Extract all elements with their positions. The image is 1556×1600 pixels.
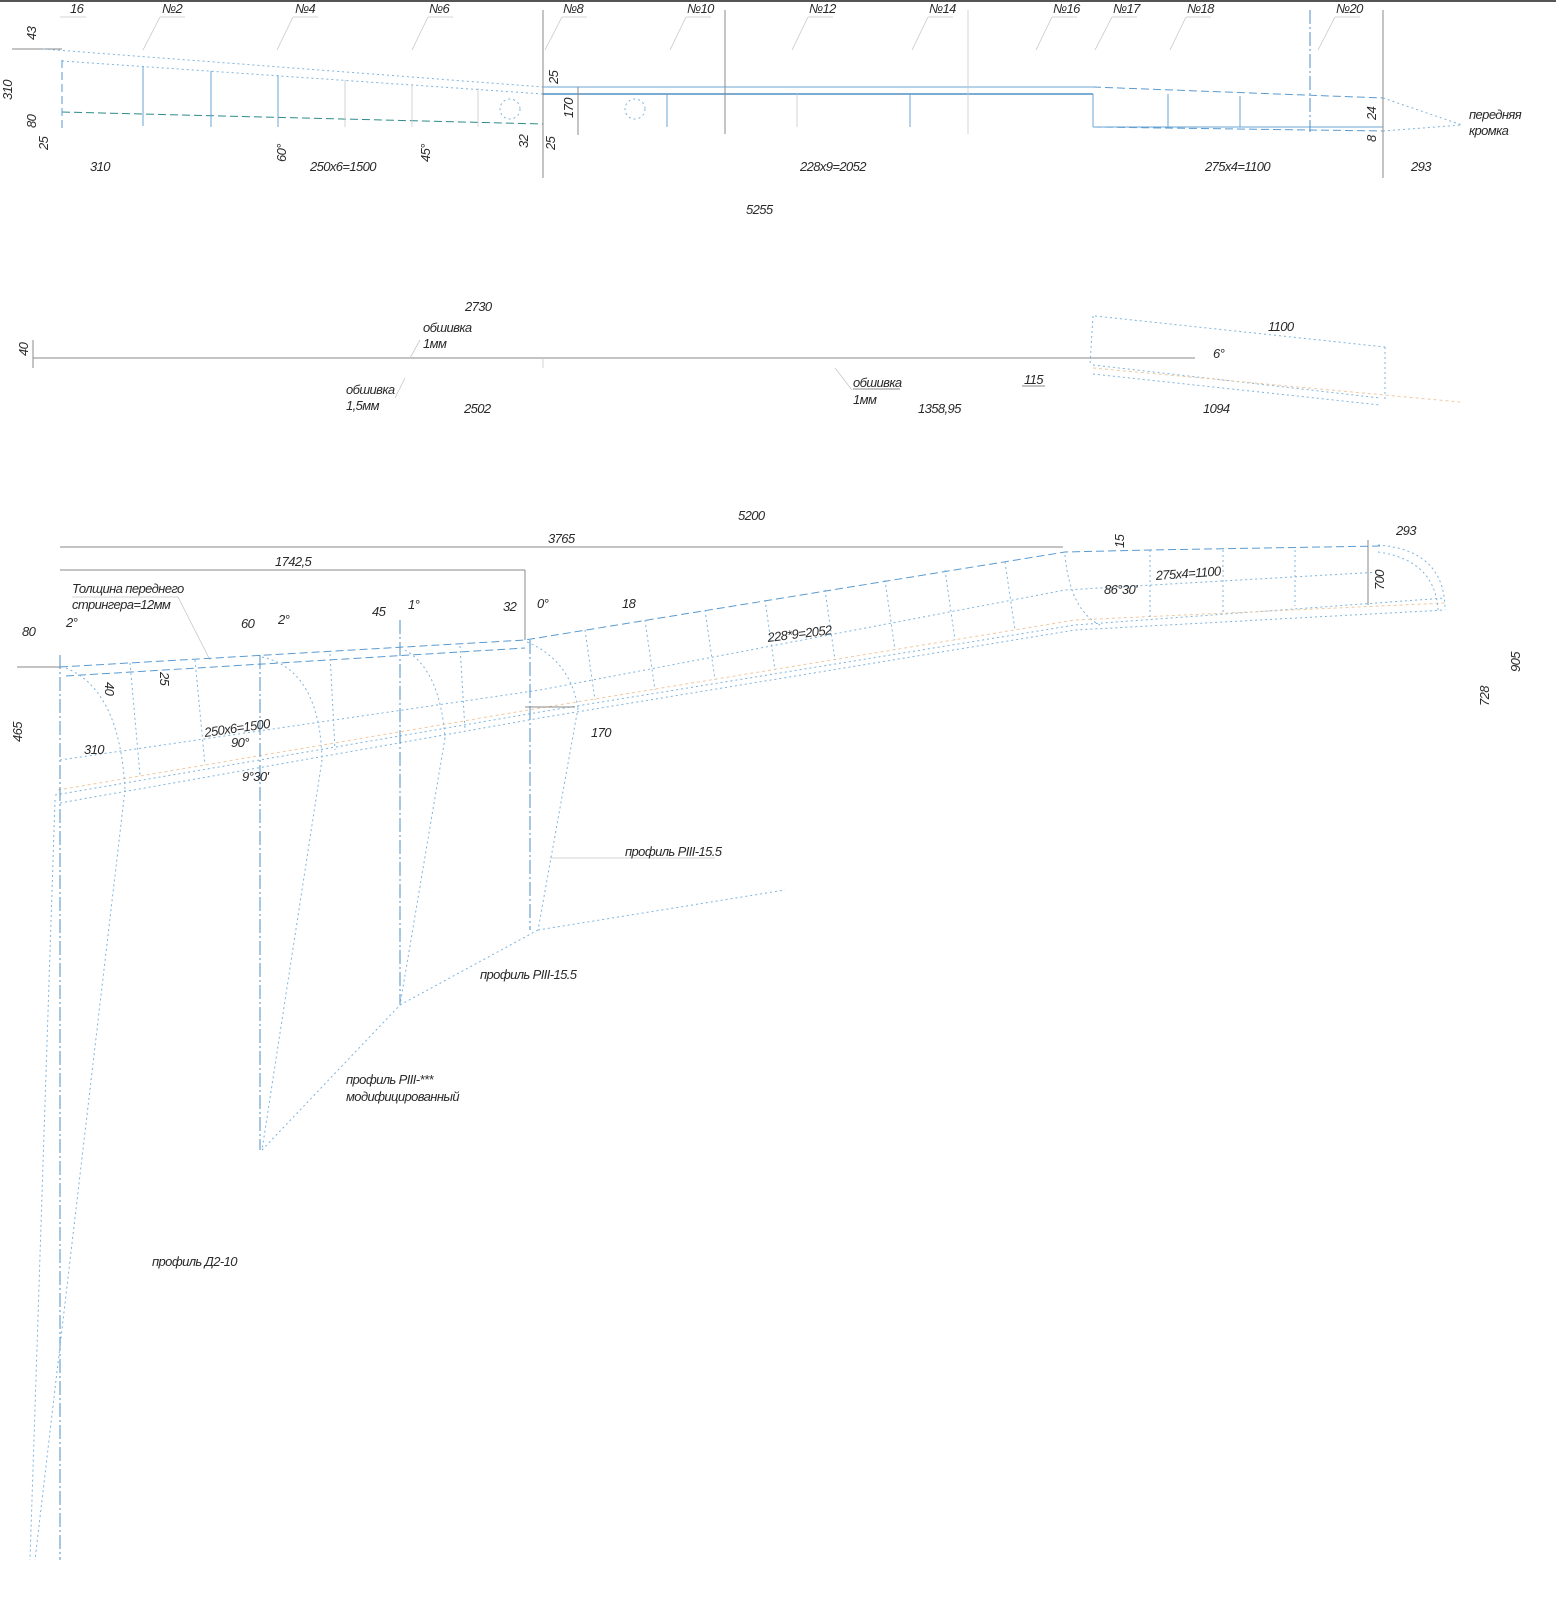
dim-label: 25 bbox=[157, 671, 172, 687]
dim-label: 728 bbox=[1477, 685, 1492, 706]
dim-label: 5200 bbox=[738, 508, 766, 523]
note-label: кромка bbox=[1469, 123, 1509, 138]
dim-label: 45 bbox=[372, 604, 387, 619]
dim-label: 228x9=2052 bbox=[799, 159, 867, 174]
station-label: №17 bbox=[1113, 1, 1141, 16]
dim-label: 25 bbox=[546, 69, 561, 85]
dim-label: 80 bbox=[24, 113, 39, 128]
dim-label: 1358,95 bbox=[918, 401, 962, 416]
dim-label: 310 bbox=[84, 742, 105, 757]
note-label: стрингера=12мм bbox=[72, 597, 171, 612]
dim-label: 228*9=2052 bbox=[766, 622, 834, 645]
dim-label: 2502 bbox=[463, 401, 492, 416]
station-label: №16 bbox=[1053, 1, 1081, 16]
dim-label: 465 bbox=[10, 721, 25, 742]
dim-label: 2730 bbox=[464, 299, 493, 314]
dim-label: 1094 bbox=[1203, 401, 1230, 416]
station-label: №2 bbox=[162, 1, 183, 16]
angle-label: 6° bbox=[1213, 346, 1225, 361]
dim-label: 32 bbox=[516, 133, 531, 148]
angle-label: 45° bbox=[418, 144, 433, 162]
angle-label: 1° bbox=[408, 597, 420, 612]
dim-label: 170 bbox=[591, 725, 612, 740]
note-label: 1,5мм bbox=[346, 398, 380, 413]
dim-label: 1742,5 bbox=[275, 554, 313, 569]
note-label: 1мм bbox=[853, 392, 877, 407]
angle-label: 90° bbox=[231, 735, 249, 750]
dim-label: 40 bbox=[102, 682, 117, 697]
station-label: №14 bbox=[929, 1, 956, 16]
note-label: обшивка bbox=[853, 375, 902, 390]
dim-label: 43 bbox=[24, 25, 39, 40]
top-view: 16 №2 №4 №6 №8 №10 №12 №14 №16 №17 №18 №… bbox=[0, 1, 1522, 217]
dim-label: 275x4=1100 bbox=[1154, 563, 1222, 583]
station-label: №10 bbox=[687, 1, 715, 16]
dim-label: 25 bbox=[543, 135, 558, 151]
station-leaders bbox=[60, 16, 1360, 51]
dim-label: 170 bbox=[561, 97, 576, 118]
angle-label: 86°30' bbox=[1104, 582, 1138, 597]
dim-label: 80 bbox=[22, 624, 37, 639]
dim-label: 115 bbox=[1024, 372, 1044, 387]
dim-label: 32 bbox=[503, 599, 518, 614]
station-label: №18 bbox=[1187, 1, 1215, 16]
dim-label: 1100 bbox=[1268, 319, 1295, 334]
note-label: 1мм bbox=[423, 336, 447, 351]
profile-label: профиль PIII-15.5 bbox=[625, 844, 723, 859]
angle-label: 2° bbox=[65, 615, 78, 630]
ribs bbox=[65, 550, 1296, 791]
station-label: №8 bbox=[563, 1, 584, 16]
station-label: №4 bbox=[295, 1, 315, 16]
station-label: №20 bbox=[1336, 1, 1364, 16]
profile-label: профиль Д2-10 bbox=[152, 1254, 238, 1269]
dim-label: 8 bbox=[1364, 134, 1379, 142]
dim-label: 60 bbox=[241, 616, 256, 631]
dim-label: 3765 bbox=[548, 531, 576, 546]
angle-label: 2° bbox=[277, 612, 290, 627]
dim-label: 24 bbox=[1364, 106, 1379, 121]
note-label: обшивка bbox=[346, 382, 395, 397]
dim-label: 905 bbox=[1508, 651, 1523, 672]
profile-label: модифицированный bbox=[346, 1089, 459, 1104]
note-label: обшивка bbox=[423, 320, 472, 335]
dim-label: 293 bbox=[1410, 159, 1432, 174]
note-label: Толщина переднего bbox=[72, 581, 184, 596]
profile-label: профиль PIII-*** bbox=[346, 1072, 434, 1087]
angle-label: 60° bbox=[274, 144, 289, 162]
dim-label: 700 bbox=[1372, 569, 1387, 590]
station-label: 16 bbox=[70, 1, 85, 16]
dim-label: 40 bbox=[16, 341, 31, 356]
angle-label: 9°30' bbox=[242, 769, 269, 784]
dim-label: 5255 bbox=[746, 202, 774, 217]
dim-label: 25 bbox=[36, 135, 51, 151]
dim-label: 293 bbox=[1395, 523, 1417, 538]
profile-label: профиль PIII-15.5 bbox=[480, 967, 578, 982]
plan-view: 5200 3765 1742,5 Толщина переднего стрин… bbox=[10, 508, 1523, 1561]
dim-label: 15 bbox=[1112, 533, 1127, 548]
note-label: передняя bbox=[1469, 107, 1522, 122]
station-label: №12 bbox=[809, 1, 837, 16]
dim-label: 250x6=1500 bbox=[309, 159, 377, 174]
dim-label: 310 bbox=[0, 79, 15, 100]
angle-label: 0° bbox=[537, 596, 549, 611]
dim-label: 18 bbox=[622, 596, 637, 611]
dim-label: 275x4=1100 bbox=[1204, 159, 1271, 174]
skin-view: 40 2730 обшивка 1мм обшивка 1,5мм 2502 о… bbox=[16, 299, 1461, 416]
station-label: №6 bbox=[429, 1, 450, 16]
dim-label: 310 bbox=[90, 159, 111, 174]
